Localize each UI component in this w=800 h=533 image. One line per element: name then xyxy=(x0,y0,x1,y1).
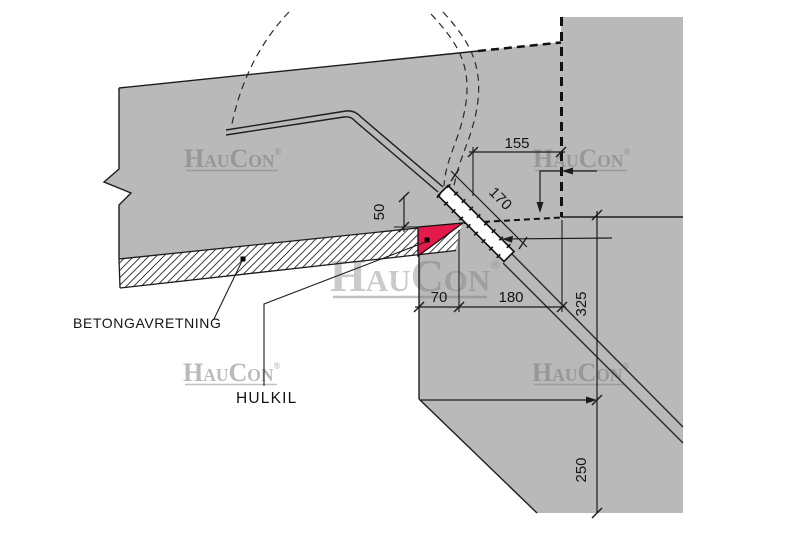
pointer-band-line xyxy=(502,237,613,240)
crack-line-b xyxy=(502,262,684,444)
wm-letter: ON xyxy=(247,365,274,385)
dim-text-50: 50 xyxy=(371,204,388,221)
dim-text-70: 70 xyxy=(431,289,448,306)
profile-upper-line xyxy=(225,110,444,188)
leveling-layer-hatch xyxy=(119,224,462,288)
break-curve-left xyxy=(230,11,290,130)
wm-letter: AU xyxy=(553,151,579,171)
watermark-center-large: HAUCON® xyxy=(330,250,500,301)
wm-letter: C xyxy=(578,358,597,387)
dimension-texts: 155 170 50 70 180 325 250 xyxy=(371,135,590,483)
wm-letter: H xyxy=(184,144,204,173)
band-body xyxy=(436,184,516,263)
betongavretning-leader xyxy=(213,258,244,320)
dashed-pour-top xyxy=(463,216,562,224)
dimension-ticks xyxy=(398,146,603,519)
hidden-joint-line-a xyxy=(430,13,468,187)
arrow-left-at-band xyxy=(502,235,513,243)
slab-top-edge xyxy=(118,50,479,89)
betongavretning-dot xyxy=(240,256,246,262)
hulkil-label: HULKIL xyxy=(236,390,297,407)
svg-text:HAUCON®: HAUCON® xyxy=(330,250,500,301)
haucon-watermarks: HAUCON® HAUCON® HAUCON® HAUCON® HAUCON® xyxy=(183,144,631,387)
profile-lower-line xyxy=(225,116,439,193)
leveling-layer-pattern xyxy=(119,224,462,288)
hidden-joint-line-b xyxy=(442,11,480,194)
wm-letter: C xyxy=(229,358,248,387)
dim-line-170 xyxy=(450,170,528,248)
wm-reg: ® xyxy=(624,147,631,157)
wm-letter: ON xyxy=(597,151,624,171)
wm-letter: C xyxy=(411,250,444,301)
slab-break-edge xyxy=(102,88,133,259)
watermark-bottom-left: HAUCON® xyxy=(183,358,281,387)
wm-letter: AU xyxy=(203,365,229,385)
pointer-step-line xyxy=(539,170,597,211)
wm-letter: ON xyxy=(248,151,275,171)
concrete-outlines xyxy=(102,50,683,514)
joint-sealing-band xyxy=(436,183,516,264)
wm-reg: ® xyxy=(274,361,281,371)
extension-lines xyxy=(394,147,563,312)
dim-text-250: 250 xyxy=(573,457,590,482)
svg-text:HAUCON®: HAUCON® xyxy=(184,144,282,173)
dashed-pour-outline xyxy=(463,17,563,224)
wm-letter: ON xyxy=(444,263,491,298)
hulkil-triangle xyxy=(417,222,466,258)
dim-text-325: 325 xyxy=(573,291,590,316)
wm-reg: ® xyxy=(490,257,500,272)
wm-letter: H xyxy=(533,144,553,173)
watermark-top-right: HAUCON® xyxy=(533,144,631,173)
wm-letter: ON xyxy=(596,365,623,385)
wm-letter: H xyxy=(183,358,203,387)
svg-text:HAUCON®: HAUCON® xyxy=(183,358,281,387)
arrow-down-at-pour-top xyxy=(536,202,544,213)
leveling-left-edge xyxy=(118,258,121,289)
leveling-bottom-line xyxy=(119,249,457,289)
dim-text-180: 180 xyxy=(498,289,523,306)
wm-reg: ® xyxy=(275,147,282,157)
waterstop-profile xyxy=(225,110,444,193)
leveling-top-line xyxy=(118,227,419,260)
pour-chamfer-edge xyxy=(418,398,538,514)
concrete-section-fill xyxy=(104,17,683,513)
wm-letter: C xyxy=(230,144,249,173)
watermark-top-left: HAUCON® xyxy=(184,144,282,173)
dimension-arrows xyxy=(502,167,597,404)
annotation-labels: BETONGAVRETNING HULKIL xyxy=(73,315,297,407)
wm-letter: H xyxy=(330,250,366,301)
hidden-lines xyxy=(230,11,480,194)
annotation-leaders xyxy=(213,240,429,386)
wm-letter: AU xyxy=(366,263,411,298)
svg-text:HAUCON®: HAUCON® xyxy=(533,144,631,173)
dimension-lines xyxy=(403,151,613,513)
dashed-top-edge xyxy=(477,41,562,53)
betongavretning-label: BETONGAVRETNING xyxy=(73,315,222,331)
concrete-body xyxy=(104,17,683,513)
wm-letter: H xyxy=(532,358,552,387)
arrow-left-at-wall-face xyxy=(562,167,573,175)
wm-letter: AU xyxy=(204,151,230,171)
svg-text:HAUCON®: HAUCON® xyxy=(532,358,630,387)
wm-reg: ® xyxy=(623,361,630,371)
arrow-right-at-dim-line xyxy=(586,396,597,404)
dim-text-155: 155 xyxy=(504,135,529,152)
hulkil-fillet xyxy=(417,222,466,258)
hulkil-leader xyxy=(263,240,429,386)
wm-letter: C xyxy=(579,144,598,173)
wm-letter: AU xyxy=(552,365,578,385)
hulkil-ref-dot xyxy=(424,237,430,243)
watermark-bottom-right: HAUCON® xyxy=(532,358,630,387)
